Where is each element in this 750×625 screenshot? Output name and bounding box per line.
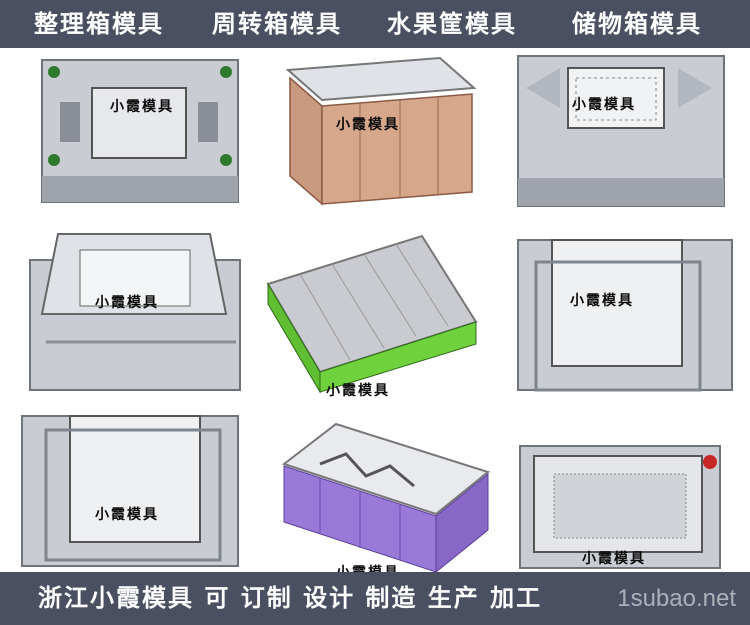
caption-storage-box-mold: 整理箱模具: [34, 10, 164, 38]
mold-render-1: 小霞模具: [0, 48, 250, 222]
watermark-label: 小霞模具: [95, 295, 159, 311]
mold-render-6: 小霞模具: [500, 396, 750, 570]
bottom-banner: 浙江小霞模具 可 订制 设计 制造 生产 加工: [0, 572, 750, 625]
watermark-label: 小霞模具: [110, 99, 174, 115]
watermark-label: 小霞模具: [582, 551, 646, 567]
watermark-label: 小霞模具: [326, 383, 390, 399]
watermark-label: 小霞模具: [570, 293, 634, 309]
mold-render-4: 小霞模具: [500, 222, 750, 396]
top-banner: 整理箱模具 周转箱模具 水果筐模具 储物箱模具: [0, 0, 750, 48]
mold-render-5: 小霞模具: [0, 396, 250, 570]
box-render-purple: 小霞模具: [250, 396, 500, 581]
mold-render-2: 小霞模具: [500, 48, 750, 222]
footer-caption: 浙江小霞模具 可 订制 设计 制造 生产 加工: [38, 584, 543, 612]
mold-render-3: 小霞模具: [0, 222, 250, 396]
product-image-grid: 小霞模具 小霞模具 小霞模具 小霞模具: [0, 48, 750, 581]
watermark-label: 小霞模具: [336, 117, 400, 133]
caption-fruit-crate-mold: 水果筐模具: [387, 10, 517, 38]
box-render-brown: 小霞模具: [250, 48, 500, 222]
box-render-green: 小霞模具: [250, 222, 500, 399]
watermark-label: 小霞模具: [95, 507, 159, 523]
watermark-label: 小霞模具: [572, 97, 636, 113]
caption-turnover-box-mold: 周转箱模具: [212, 10, 342, 38]
caption-storage-bin-mold: 储物箱模具: [572, 10, 702, 38]
site-watermark: 1subao.net: [617, 585, 736, 612]
